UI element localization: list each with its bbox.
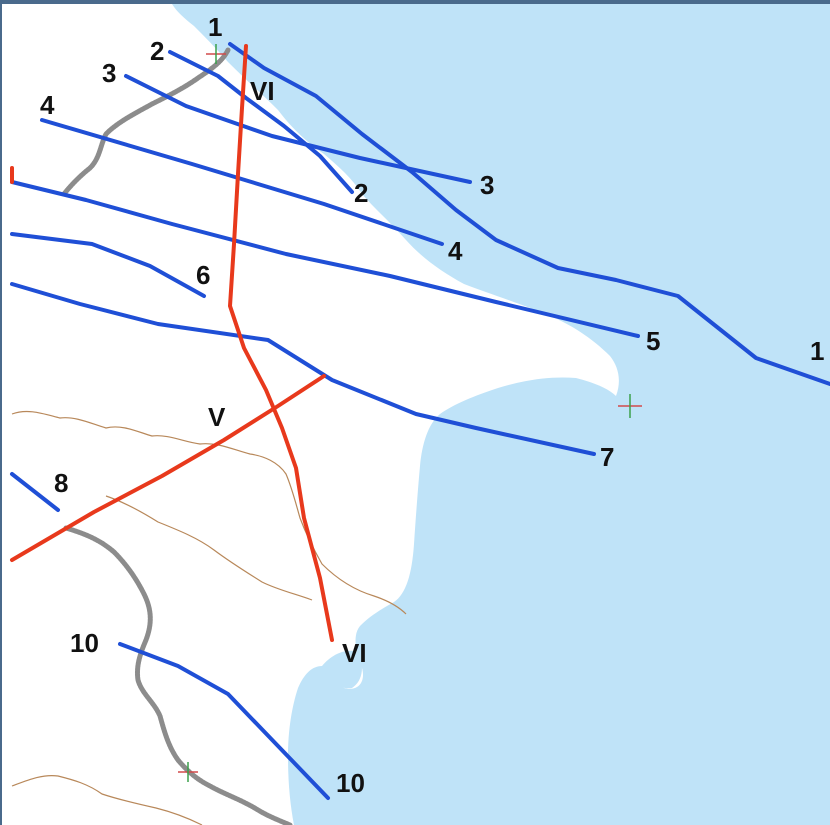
inlet-water	[322, 650, 362, 689]
land-area	[2, 4, 619, 825]
profile-line-2	[168, 50, 354, 194]
label-profile-10-end: 10	[336, 768, 365, 798]
label-profile-7-end: 7	[600, 442, 614, 472]
label-profile-3-end: 3	[480, 170, 494, 200]
label-profile-1-start: 1	[208, 12, 222, 42]
river-branch	[105, 495, 313, 601]
crosshair-marker-top	[206, 44, 226, 64]
profile-line-1	[228, 42, 830, 386]
label-profile-1-end: 1	[810, 336, 824, 366]
river-main	[11, 410, 407, 615]
profile-line-7	[10, 282, 596, 456]
label-profile-2-start: 2	[150, 36, 164, 66]
profile-line-5	[10, 180, 640, 338]
label-profile-10-start: 10	[70, 628, 99, 658]
label-profile-3-start: 3	[102, 58, 116, 88]
profile-line-3	[124, 74, 472, 184]
map-canvas[interactable]: 1 2 3 4 VI 2 3 4 6 5 1 V 7 8 10 VI 10	[2, 4, 830, 825]
river-south	[11, 775, 203, 825]
label-section-v: V	[208, 402, 226, 432]
border-line-south	[63, 525, 293, 825]
label-profile-6-end: 6	[196, 260, 210, 290]
profile-line-4	[40, 118, 444, 246]
section-line-v	[10, 374, 326, 562]
label-section-vi-top: VI	[250, 76, 275, 106]
label-profile-5-end: 5	[646, 326, 660, 356]
crosshair-marker-cape	[618, 394, 642, 418]
label-profile-2-end: 2	[354, 178, 368, 208]
crosshair-marker-bottom	[178, 762, 198, 782]
profile-line-8	[10, 472, 60, 512]
section-line-vi	[228, 44, 334, 642]
label-profile-4-start: 4	[40, 90, 55, 120]
profile-line-10	[118, 642, 330, 800]
border-line-north	[61, 47, 231, 197]
label-section-vi-bottom: VI	[342, 638, 367, 668]
profile-line-6	[10, 232, 206, 298]
label-profile-4-end: 4	[448, 236, 463, 266]
label-profile-8-end: 8	[54, 468, 68, 498]
